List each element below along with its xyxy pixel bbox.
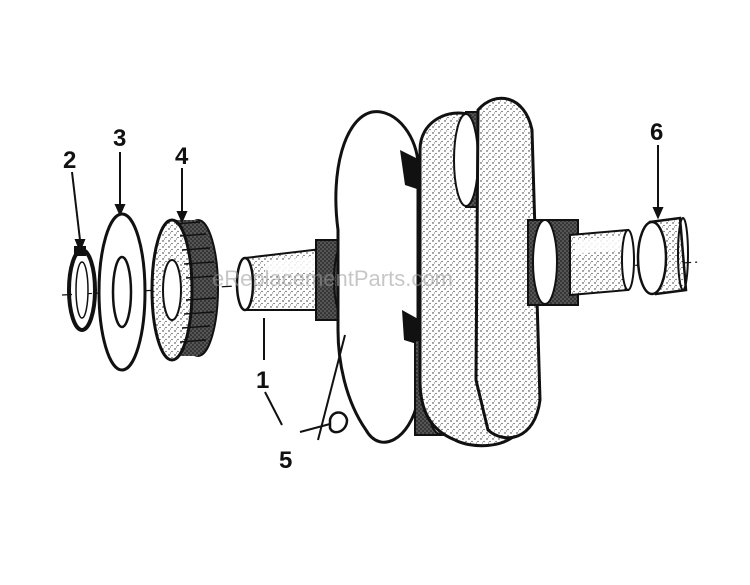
callout-6: 6 — [650, 119, 663, 146]
watermark: eReplacementParts.com — [212, 266, 453, 291]
bushing — [636, 216, 689, 296]
callout-1: 1 — [256, 367, 269, 394]
callout-3: 3 — [113, 125, 126, 152]
woodruff-key — [299, 411, 349, 434]
retaining-ring — [67, 246, 97, 332]
leader-lines — [71, 145, 664, 441]
crankshaft-gear — [150, 218, 219, 362]
crankshaft — [235, 96, 635, 448]
washer — [97, 212, 147, 372]
callout-5: 5 — [279, 447, 292, 474]
callout-4: 4 — [175, 143, 189, 170]
callout-2: 2 — [63, 147, 76, 174]
